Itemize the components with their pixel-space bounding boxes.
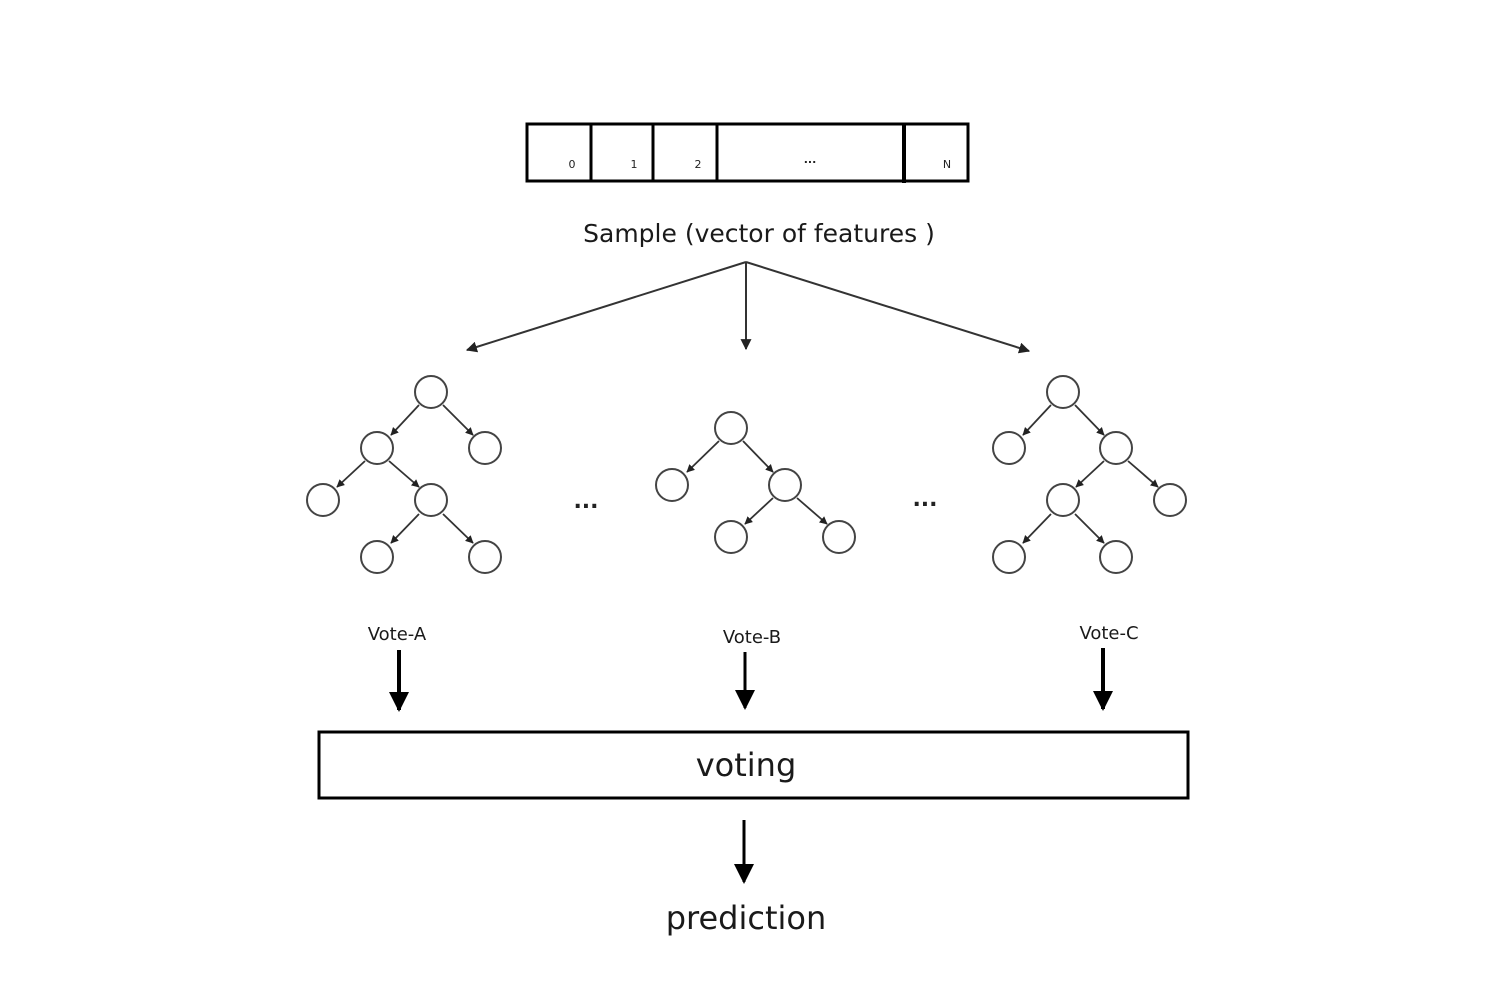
tree-node <box>768 468 802 502</box>
voting-label: voting <box>696 746 797 784</box>
fan-arrow-right <box>745 261 1031 354</box>
tree-node <box>992 431 1026 465</box>
tree-edge <box>1127 460 1159 488</box>
vote-label-a: Vote-A <box>368 624 427 645</box>
vote-label-b: Vote-B <box>723 627 781 648</box>
tree-edge <box>744 497 774 525</box>
feature-cell-label: 2 <box>695 158 702 171</box>
vote-arrows <box>389 648 1113 712</box>
tree-node <box>468 431 502 465</box>
prediction-label: prediction <box>666 899 827 937</box>
tree-node <box>468 540 502 574</box>
sample-label: Sample (vector of features ) <box>583 219 935 248</box>
voting-box <box>317 730 1190 800</box>
decision-tree-b <box>655 411 856 554</box>
tree-edge <box>1074 513 1105 544</box>
tree-node <box>1046 375 1080 409</box>
feature-cell-label: N <box>943 158 951 171</box>
feature-vector: 0 1 2 ... N <box>525 122 970 183</box>
feature-cell-label: ... <box>804 153 817 166</box>
feature-vector-frame <box>525 122 970 183</box>
tree-edge <box>336 460 366 488</box>
tree-edge <box>1074 404 1105 436</box>
tree-edge <box>1022 513 1052 544</box>
tree-edge <box>442 404 474 436</box>
tree-edge <box>388 460 420 488</box>
vote-label-c: Vote-C <box>1079 623 1138 644</box>
tree-edge <box>1075 460 1105 488</box>
tree-node <box>1153 483 1187 517</box>
tree-node <box>992 540 1026 574</box>
tree-edge <box>442 513 474 544</box>
tree-edge <box>390 404 420 436</box>
tree-separator: ... <box>912 487 937 512</box>
decision-tree-c <box>992 375 1187 574</box>
fan-out-arrows <box>465 261 1031 354</box>
tree-node <box>414 483 448 517</box>
tree-edge <box>686 440 720 473</box>
decision-tree-a <box>306 375 502 574</box>
tree-node <box>655 468 689 502</box>
tree-edge <box>1022 404 1052 436</box>
fan-arrow-left <box>465 261 747 353</box>
tree-separator: ... <box>573 489 598 514</box>
tree-node <box>1046 483 1080 517</box>
tree-node <box>822 520 856 554</box>
tree-edge <box>796 497 828 525</box>
tree-node <box>714 520 748 554</box>
tree-node <box>1099 431 1133 465</box>
tree-edge <box>390 513 420 544</box>
tree-node <box>360 540 394 574</box>
tree-node <box>714 411 748 445</box>
feature-cell-label: 0 <box>569 158 576 171</box>
tree-node <box>306 483 340 517</box>
tree-node <box>360 431 394 465</box>
feature-cell-label: 1 <box>631 158 638 171</box>
tree-node <box>414 375 448 409</box>
tree-edge <box>742 440 774 473</box>
tree-node <box>1099 540 1133 574</box>
